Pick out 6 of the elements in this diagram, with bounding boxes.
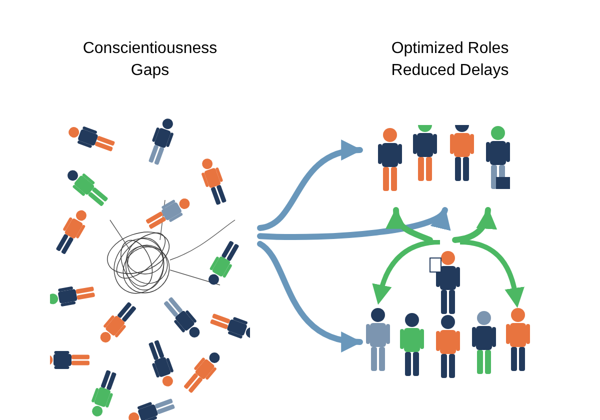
arrow <box>257 207 448 240</box>
arrow <box>257 240 363 351</box>
group-heading: Conscientiousness Gaps <box>82 39 218 81</box>
group-heading: Optimized Roles Reduced Delays <box>390 39 510 81</box>
arrow <box>257 141 363 231</box>
arrow <box>386 207 434 243</box>
